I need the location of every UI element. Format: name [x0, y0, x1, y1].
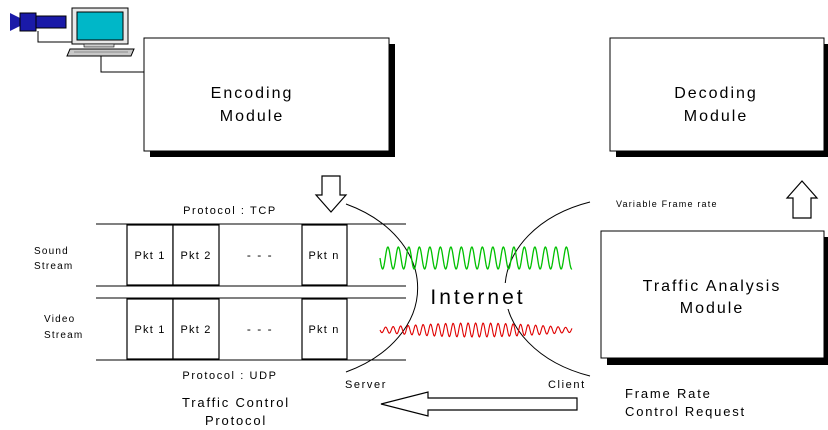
video-packet-1-label: Pkt 1: [134, 324, 165, 336]
traffic-control-protocol-line2: Protocol: [205, 413, 267, 428]
sound-packet-n-label: Pkt n: [308, 250, 339, 262]
decoding-module-label-line1: Decoding: [674, 85, 758, 102]
traffic-analysis-module-label-line2: Module: [680, 300, 744, 317]
video-packet-ellipsis: - - -: [247, 322, 273, 336]
sound-packet-2-label: Pkt 2: [180, 250, 211, 262]
computer-cable: [100, 56, 144, 73]
up-arrow-icon: [785, 180, 819, 219]
server-label: Server: [345, 379, 387, 391]
video-stream-label-line2: Stream: [44, 330, 83, 341]
left-arrow-icon: [380, 391, 578, 417]
traffic-control-protocol-line1: Traffic Control: [182, 395, 290, 410]
internet-label-bg: [424, 283, 532, 309]
video-packet-n-box: [301, 298, 348, 360]
video-packet-1-box: [126, 298, 174, 360]
video-packet-n-label: Pkt n: [308, 324, 339, 336]
protocol-udp-label: Protocol : UDP: [182, 370, 277, 382]
frame-rate-request-line1: Frame Rate: [625, 386, 712, 401]
video-packet-2-label: Pkt 2: [180, 324, 211, 336]
sound-stream-label-line2: Stream: [34, 261, 73, 272]
computer-icon: [66, 7, 135, 57]
client-label: Client: [548, 379, 586, 391]
sound-stream-label-line1: Sound: [34, 246, 69, 257]
sound-packet-1-label: Pkt 1: [134, 250, 165, 262]
sound-packet-1-box: [126, 224, 174, 286]
sound-packet-n-box: [301, 224, 348, 286]
encoding-module-label-line1: Encoding: [211, 85, 294, 102]
traffic-analysis-module-box: [600, 230, 825, 359]
variable-frame-rate-label: Variable Frame rate: [616, 199, 718, 209]
video-packet-2-box: [172, 298, 220, 360]
decoding-module-box: [609, 37, 825, 152]
internet-label: Internet: [430, 286, 525, 309]
traffic-analysis-module-label-line1: Traffic Analysis: [643, 278, 782, 295]
protocol-tcp-label: Protocol : TCP: [183, 205, 277, 217]
down-arrow-icon: [314, 175, 348, 213]
video-stream-label-line1: Video: [44, 314, 75, 325]
camera-cable: [37, 31, 72, 43]
server-arc: [345, 203, 419, 373]
decoding-module-label-line2: Module: [684, 108, 748, 125]
sound-packet-2-box: [172, 224, 220, 286]
sound-wave: [379, 246, 573, 270]
video-wave: [379, 322, 573, 338]
frame-rate-request-line2: Control Request: [625, 404, 746, 419]
video-camera-icon: [10, 12, 67, 32]
encoding-module-box: [143, 37, 390, 152]
sound-packet-ellipsis: - - -: [247, 248, 273, 262]
encoding-module-label-line2: Module: [220, 108, 284, 125]
